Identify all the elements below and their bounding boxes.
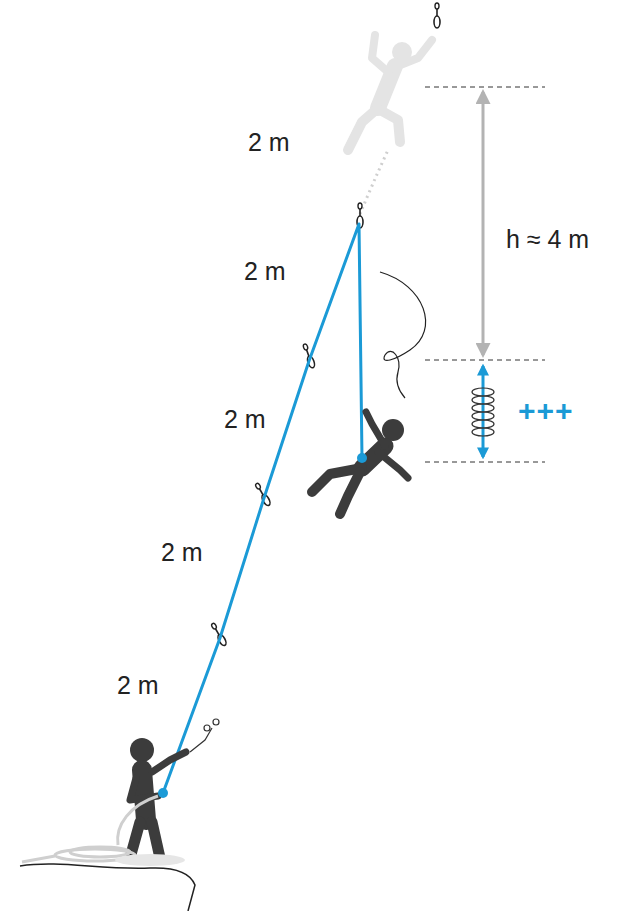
distance-label: 2 m [224,407,266,432]
tie-in-point [357,453,367,463]
rope-coil [22,796,158,862]
distance-label: 2 m [117,673,159,698]
rope [163,224,362,793]
ledge-shadow [115,854,185,866]
fall-height-arrow [482,92,485,355]
fall-trajectory [380,272,426,398]
spring-symbol [472,388,494,436]
climber-before-fall [348,35,432,150]
distance-label: 2 m [244,259,286,284]
distance-label: 2 m [248,130,290,155]
fall-height-label: h ≈ 4 m [506,227,589,252]
ledge [20,864,195,911]
belay-point [158,788,168,798]
distance-label: 2 m [161,540,203,565]
belay-device [190,719,219,752]
rope-stretch-label: +++ [518,396,574,426]
rope-before-fall [360,150,388,214]
belayer [130,738,186,858]
quickdraw [434,3,440,28]
climber-after-fall [312,412,408,514]
